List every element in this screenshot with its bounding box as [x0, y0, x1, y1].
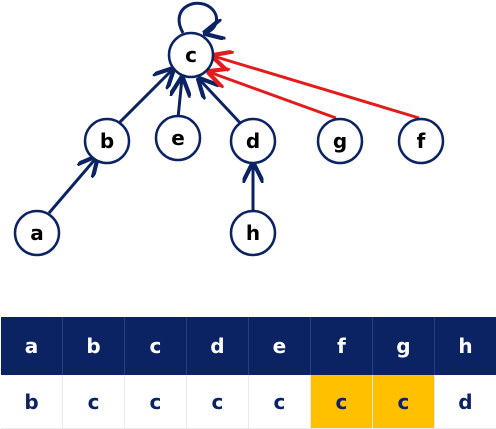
node-a: a	[13, 209, 61, 257]
node-h: h	[229, 209, 277, 257]
node-c: c	[167, 31, 215, 79]
value-cell-c: c	[124, 375, 187, 429]
value-cell-g-highlighted: c	[372, 375, 435, 429]
svg-text:h: h	[246, 221, 260, 245]
parent-array-table: a b c d e f g h b c c c c c c d	[1, 317, 496, 429]
node-f: f	[397, 117, 445, 165]
value-cell-a: b	[1, 375, 63, 429]
header-cell-h: h	[434, 317, 496, 375]
svg-text:g: g	[333, 129, 347, 153]
svg-text:c: c	[185, 43, 197, 67]
svg-text:f: f	[417, 129, 426, 153]
header-cell-d: d	[186, 317, 249, 375]
value-cell-d: c	[186, 375, 249, 429]
value-cell-f-highlighted: c	[310, 375, 373, 429]
svg-text:a: a	[30, 221, 44, 245]
svg-text:d: d	[246, 129, 260, 153]
header-cell-g: g	[372, 317, 435, 375]
svg-text:e: e	[171, 126, 185, 150]
value-cell-e: c	[248, 375, 311, 429]
tree-diagram: c b e d g f a h	[13, 1, 445, 257]
edge-c-c	[177, 1, 216, 33]
edge-b-c	[116, 69, 173, 126]
header-cell-e: e	[248, 317, 311, 375]
table-value-row: b c c c c c c d	[1, 375, 496, 429]
edge-g-c	[209, 72, 337, 120]
edge-d-c	[199, 79, 245, 128]
value-cell-h: d	[434, 375, 496, 429]
edge-a-b	[47, 157, 97, 214]
value-cell-b: c	[62, 375, 125, 429]
node-g: g	[316, 117, 364, 165]
header-cell-c: c	[124, 317, 187, 375]
node-b: b	[83, 117, 131, 165]
edge-f-c	[213, 56, 420, 120]
node-d: d	[229, 117, 277, 165]
svg-text:b: b	[100, 129, 114, 153]
edge-e-c	[178, 78, 182, 119]
header-cell-a: a	[1, 317, 63, 375]
node-e: e	[154, 114, 202, 162]
table-header-row: a b c d e f g h	[1, 317, 496, 375]
header-cell-b: b	[62, 317, 125, 375]
header-cell-f: f	[310, 317, 373, 375]
